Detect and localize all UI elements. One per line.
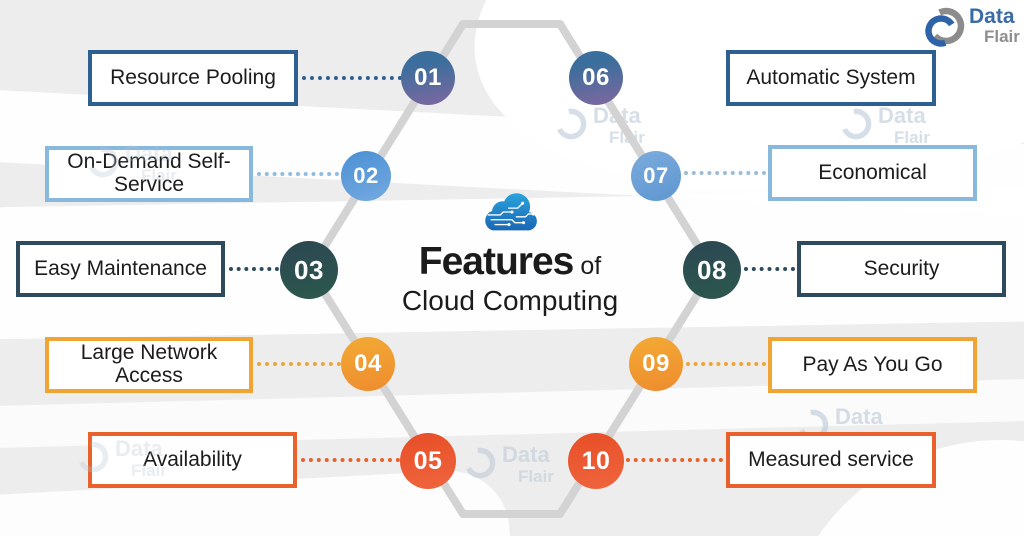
dataflair-d-icon [925, 7, 965, 47]
dotted-connector [229, 267, 279, 271]
title-suffix: of [580, 252, 602, 280]
feature-box-availability: Availability [88, 432, 297, 488]
dataflair-d-icon [555, 108, 587, 140]
feature-number-badge: 08 [683, 241, 741, 299]
dotted-connector [302, 76, 402, 80]
dotted-connector [257, 362, 341, 366]
feature-box-on-demand-self-service: On-Demand Self-Service [45, 146, 253, 202]
watermark-flair: Flair [518, 467, 554, 486]
feature-box-measured-service: Measured service [726, 432, 936, 488]
feature-label: Large Network Access [80, 341, 218, 387]
feature-number-badge: 07 [631, 151, 681, 201]
feature-number-badge: 01 [401, 51, 455, 105]
feature-label: Economical [818, 160, 927, 184]
dotted-connector [744, 267, 795, 271]
watermark-flair: Flair [894, 128, 930, 147]
logo-data-text: Data [969, 5, 1015, 28]
feature-label: Measured service [748, 447, 914, 471]
watermark-dataflair: Data Flair [85, 143, 177, 184]
feature-label: Pay As You Go [802, 352, 943, 376]
watermark-data: Data [115, 436, 163, 461]
feature-label: Automatic System [746, 65, 916, 89]
feature-box-large-network-access: Large Network Access [45, 337, 253, 393]
dotted-connector [684, 171, 766, 175]
dotted-connector [626, 458, 723, 462]
feature-label: Security [863, 256, 940, 280]
watermark-data: Data [878, 103, 926, 128]
feature-number-badge: 02 [341, 151, 391, 201]
feature-label: Easy Maintenance [34, 256, 207, 280]
logo-flair-text: Flair [984, 27, 1020, 46]
feature-label: Resource Pooling [110, 65, 276, 89]
title-main: Features [418, 240, 575, 283]
feature-number-badge: 05 [400, 433, 456, 489]
dataflair-d-icon [87, 146, 119, 178]
feature-number-badge: 10 [568, 433, 624, 489]
feature-number-badge: 04 [341, 337, 395, 391]
watermark-dataflair: Data Flair [75, 438, 167, 479]
feature-number-badge: 06 [569, 51, 623, 105]
title-subtitle: Cloud Computing [401, 285, 619, 316]
feature-label: Availability [143, 447, 242, 471]
feature-box-easy-maintenance: Easy Maintenance [16, 241, 225, 297]
watermark-flair: Flair [141, 166, 177, 185]
watermark-dataflair: Data Flair [838, 105, 930, 146]
dotted-connector [686, 362, 766, 366]
feature-number-badge: 09 [629, 337, 683, 391]
dataflair-d-icon [77, 441, 109, 473]
feature-box-pay-as-you-go: Pay As You Go [768, 337, 977, 393]
watermark-flair: Flair [131, 461, 167, 480]
feature-box-resource-pooling: Resource Pooling [88, 50, 298, 106]
watermark-data: Data [125, 141, 173, 166]
watermark-data: Data [502, 442, 550, 467]
feature-box-economical: Economical [768, 145, 977, 201]
dataflair-d-icon [464, 447, 496, 479]
feature-number-badge: 03 [280, 241, 338, 299]
dataflair-logo: Data Flair [924, 6, 1020, 50]
dotted-connector [301, 458, 400, 462]
dotted-connector [257, 172, 339, 176]
watermark-data: Data [835, 404, 883, 429]
feature-label: On-Demand Self-Service [67, 150, 231, 196]
watermark-dataflair: Data Flair [462, 444, 554, 485]
feature-box-automatic-system: Automatic System [726, 50, 936, 106]
cloud-circuit-icon [485, 193, 537, 231]
dataflair-d-icon [840, 108, 872, 140]
feature-box-security: Security [797, 241, 1006, 297]
